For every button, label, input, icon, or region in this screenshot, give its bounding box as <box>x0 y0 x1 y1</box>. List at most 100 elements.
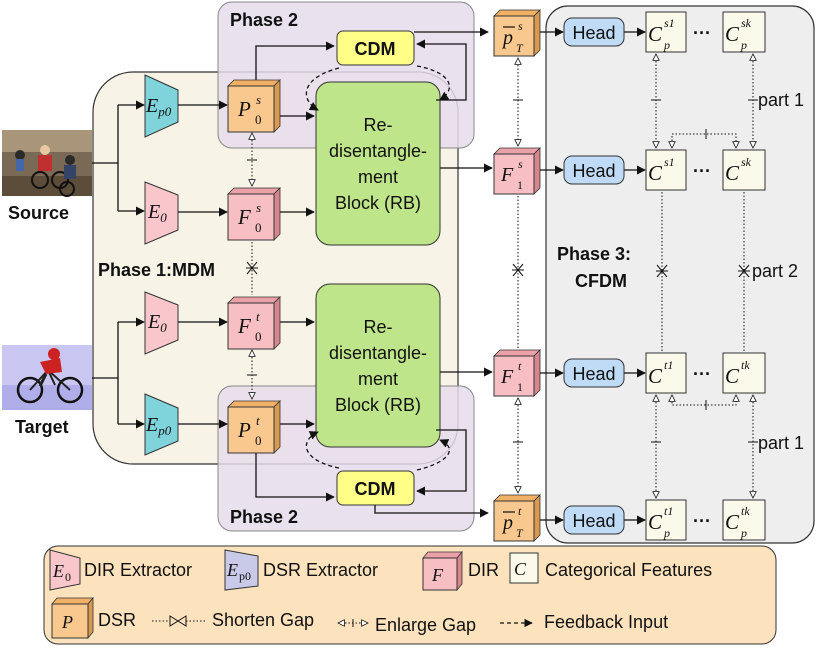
source-label: Source <box>8 203 69 223</box>
middle-ticks <box>512 99 524 443</box>
cat-cpsk: C p sk <box>722 11 766 53</box>
target-image <box>2 345 92 410</box>
svg-text:disentangle-: disentangle- <box>329 141 427 161</box>
legend-shorten-icon <box>152 615 205 627</box>
p0s-node: P 0 s <box>227 79 281 133</box>
legend-dsr-icon: P <box>51 596 94 640</box>
head-row3: Head <box>540 358 625 388</box>
svg-text:Re-: Re- <box>363 115 392 135</box>
legend: E 0 DIR Extractor E p0 DSR Extractor F D… <box>43 545 777 645</box>
cat-ct1: C t1 <box>645 352 687 394</box>
rb-bottom: Re- disentangle- ment Block (RB) <box>315 283 441 448</box>
svg-text:E0: E0 <box>147 201 167 225</box>
head-row1: Head <box>540 17 625 47</box>
svg-text:T: T <box>516 526 524 540</box>
svg-text:Ep0: Ep0 <box>145 414 172 438</box>
svg-text:t1: t1 <box>664 358 673 372</box>
ellipsis-row3: ··· <box>693 364 711 384</box>
dsr-extractor-source: Ep0 <box>144 74 179 138</box>
input-connectors <box>92 100 145 429</box>
legend-dir-extractor-icon: E 0 <box>49 549 81 591</box>
rb-input-arrows <box>255 41 335 502</box>
cat-cptk: C p tk <box>722 499 766 541</box>
svg-text:Re-: Re- <box>363 317 392 337</box>
svg-text:ment: ment <box>358 167 398 187</box>
cat-cpt1: C p t1 <box>645 499 687 541</box>
svg-text:p: p <box>501 512 513 534</box>
legend-shorten-label: Shorten Gap <box>212 610 314 630</box>
legend-dsr-extractor-icon: E p0 <box>224 549 259 591</box>
head-row4: Head <box>540 505 625 535</box>
svg-text:disentangle-: disentangle- <box>329 343 427 363</box>
legend-dsr-label: DSR <box>98 610 136 630</box>
svg-text:E: E <box>226 560 238 580</box>
phase2-top-label: Phase 2 <box>230 10 298 30</box>
legend-feedback-label: Feedback Input <box>544 612 668 632</box>
svg-text:t1: t1 <box>664 504 673 518</box>
svg-text:T: T <box>516 41 524 55</box>
svg-text:s: s <box>256 200 261 215</box>
svg-text:CDM: CDM <box>355 479 396 499</box>
phase3-label-2: CFDM <box>575 271 627 291</box>
svg-text:ment: ment <box>358 369 398 389</box>
svg-text:Head: Head <box>572 511 615 531</box>
cdm-top-loop <box>305 27 489 111</box>
f0s-node: F 0 s <box>227 187 281 241</box>
svg-text:C: C <box>725 161 740 185</box>
head-to-cat-arrows <box>624 27 646 525</box>
ptt-node: p T t <box>493 494 541 542</box>
cdm-bottom: CDM <box>336 470 415 506</box>
legend-dsr-extractor-label: DSR Extractor <box>263 560 378 580</box>
svg-text:Ep0: Ep0 <box>145 95 172 119</box>
legend-enlarge-icon <box>338 619 368 627</box>
ellipsis-row2: ··· <box>693 161 711 181</box>
svg-text:Head: Head <box>572 364 615 384</box>
phase3-ticks <box>651 99 758 443</box>
svg-text:0: 0 <box>255 433 262 448</box>
svg-text:C: C <box>725 364 740 388</box>
svg-text:s: s <box>518 19 523 33</box>
phase1-ticks <box>246 159 258 376</box>
legend-cat-icon: C <box>509 552 539 584</box>
cat-ctk: C tk <box>722 352 766 394</box>
svg-text:tk: tk <box>741 504 750 518</box>
dir-extractor-source: E0 <box>144 181 179 245</box>
svg-text:F: F <box>500 164 514 186</box>
part1-top-label: part 1 <box>758 90 804 110</box>
p0t-node: P 0 t <box>227 400 281 454</box>
svg-text:1: 1 <box>517 178 523 192</box>
rb-output-arrows <box>440 163 493 377</box>
svg-text:0: 0 <box>65 570 71 584</box>
svg-text:CDM: CDM <box>355 39 396 59</box>
source-image <box>2 130 92 197</box>
svg-text:C: C <box>648 22 663 46</box>
svg-text:p: p <box>740 38 747 52</box>
phase1-label: Phase 1:MDM <box>98 260 215 280</box>
f1t-node: F 1 t <box>493 349 541 397</box>
svg-text:E0: E0 <box>147 311 167 335</box>
svg-text:sk: sk <box>741 155 752 169</box>
svg-text:C: C <box>514 559 527 579</box>
cat-csk: C sk <box>722 149 766 191</box>
ellipsis-row4: ··· <box>693 511 711 531</box>
svg-text:s1: s1 <box>664 16 675 30</box>
svg-text:C: C <box>648 510 663 534</box>
cdm-bottom-loop <box>305 429 489 518</box>
svg-text:tk: tk <box>741 358 750 372</box>
svg-text:F: F <box>237 314 251 338</box>
part2-label: part 2 <box>752 261 798 281</box>
legend-dir-label: DIR <box>468 560 499 580</box>
svg-text:s1: s1 <box>664 155 675 169</box>
svg-text:t: t <box>256 309 260 324</box>
ellipsis-row1: ··· <box>693 23 711 43</box>
svg-text:t: t <box>256 413 260 428</box>
svg-text:F: F <box>237 205 251 229</box>
svg-text:p: p <box>663 38 670 52</box>
cat-cs1: C s1 <box>645 149 687 191</box>
svg-text:p: p <box>663 526 670 540</box>
svg-text:Head: Head <box>572 161 615 181</box>
svg-text:P: P <box>237 97 251 121</box>
svg-text:F: F <box>500 366 514 388</box>
legend-dir-icon: F <box>422 550 463 592</box>
